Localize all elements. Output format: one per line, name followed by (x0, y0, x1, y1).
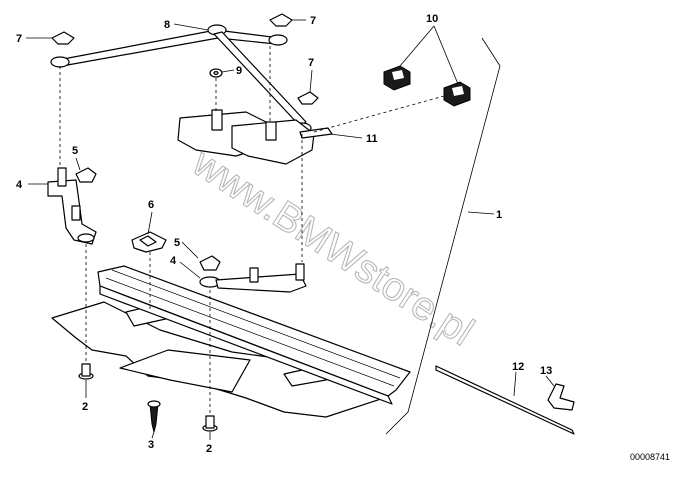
clip-part-5-upper (75, 167, 97, 183)
seal-strip-part-12 (435, 365, 575, 435)
callout-6: 6 (148, 199, 154, 211)
callout-8: 8 (164, 19, 170, 31)
bracket-part-6 (131, 231, 167, 253)
lower-lever-part-4 (199, 263, 307, 293)
guide-rail (97, 265, 411, 405)
cap-part-10-a (383, 65, 411, 91)
clip-part-7-mid (297, 91, 319, 105)
callout-11: 11 (366, 133, 378, 145)
screw-part-2-left (78, 363, 94, 380)
leader-lines (26, 19, 555, 440)
diagram-code: 00008741 (630, 452, 670, 462)
callout-9: 9 (236, 65, 242, 77)
link-rod-part-8 (50, 24, 312, 134)
clip-part-7-left (51, 31, 75, 45)
callout-4-lower: 4 (170, 255, 177, 267)
callout-7-right: 7 (310, 15, 316, 27)
callout-13: 13 (540, 365, 552, 377)
callout-1: 1 (496, 209, 502, 221)
assembly-dash-lines (59, 46, 445, 414)
callout-3: 3 (148, 439, 154, 451)
callout-7-mid: 7 (308, 57, 314, 69)
callout-2-right: 2 (206, 443, 212, 455)
screw-part-2-right (202, 415, 218, 432)
callout-5-lower: 5 (174, 237, 180, 249)
callout-12: 12 (512, 361, 524, 373)
bracket-part-13 (547, 383, 575, 411)
left-bracket-part-4 (47, 167, 97, 245)
callout-4-upper: 4 (16, 179, 23, 191)
clip-part-5-lower (199, 255, 221, 271)
callout-2-left: 2 (82, 401, 88, 413)
assembly-bracket-line (385, 37, 501, 435)
washer-part-9 (209, 68, 223, 78)
screw-part-3 (147, 400, 161, 433)
callout-10: 10 (426, 13, 438, 25)
callout-7-left: 7 (16, 33, 22, 45)
callouts: 1 2 2 3 4 4 5 5 6 7 7 7 8 9 10 11 12 13 (16, 13, 552, 455)
clip-part-7-right (269, 13, 293, 27)
callout-5-upper: 5 (72, 145, 78, 157)
mounting-plate-part-11 (177, 109, 333, 165)
cap-part-10-b (443, 81, 471, 107)
